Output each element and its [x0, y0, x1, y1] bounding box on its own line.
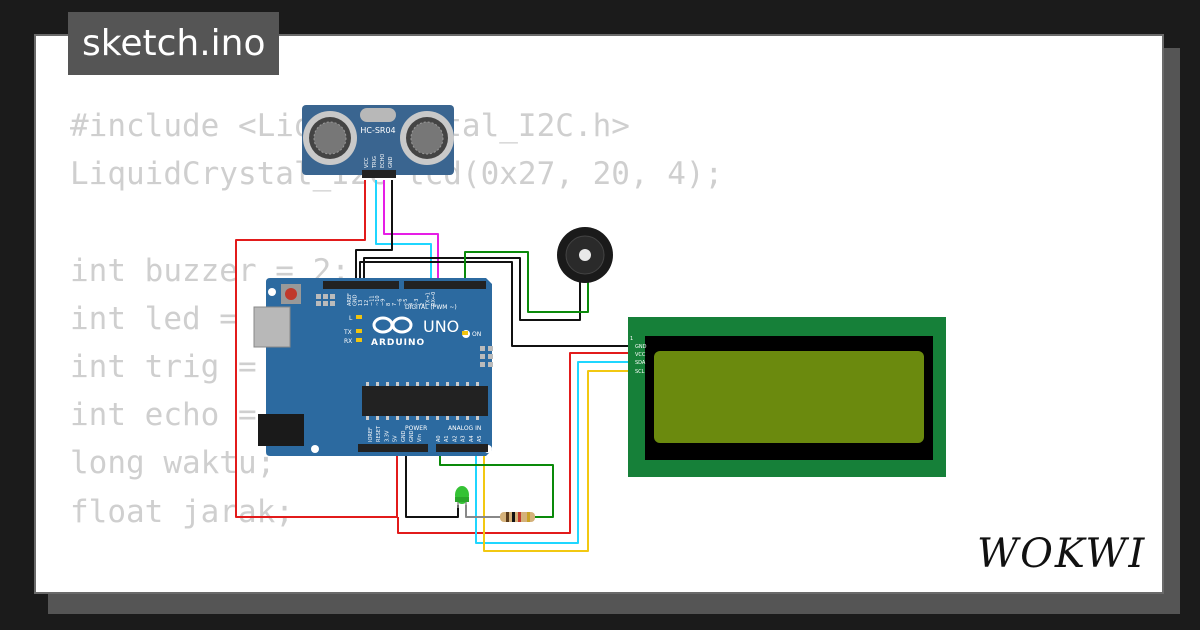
sensor-pin-gnd: GND — [388, 156, 394, 168]
analog-pin-label-3: A3 — [461, 435, 467, 442]
wire-black-gnd-lcd[interactable] — [359, 261, 632, 347]
lcd-pin-scl: SCL — [635, 369, 645, 375]
digital-pin-label-10: ~5 — [403, 299, 409, 306]
lcd-pin-gnd: GND — [635, 344, 647, 350]
digital-pin-label-8: 7 — [392, 303, 398, 306]
wire-green-led[interactable] — [439, 452, 554, 518]
wire-red-lcd-vcc[interactable] — [397, 352, 632, 534]
sensor-pin-trig: TRIG — [372, 156, 378, 169]
rx-led-label: RX — [344, 338, 352, 345]
wire-green-buzzer[interactable] — [464, 251, 589, 313]
power-jack — [258, 414, 304, 446]
wokwi-logo-text: WOKWI — [977, 531, 1146, 577]
arduino-model-label: UNO — [423, 317, 459, 336]
digital-pin-label-3: 12 — [364, 300, 370, 306]
analog-pin-label-1: A1 — [444, 435, 450, 442]
digital-pin-label-13: 2 — [420, 303, 426, 306]
digital-pin-label-14: TX→1 — [425, 292, 431, 307]
digital-header-label: DIGITAL (PWM ~) — [405, 304, 457, 311]
lcd-pin-sda: SDA — [635, 360, 646, 366]
usb-connector — [253, 306, 291, 348]
wire-led-resistor — [465, 505, 500, 518]
analog-pin-label-4: A4 — [469, 435, 475, 442]
power-pin-label-4: GND — [401, 430, 407, 442]
microcontroller-chip — [362, 386, 488, 416]
power-pin-label-5: GND — [409, 430, 415, 442]
code-line: int echo = — [70, 397, 276, 434]
green-led[interactable] — [455, 486, 469, 508]
sensor-pin-vcc: VCC — [364, 157, 370, 168]
wire-black-buzzer[interactable] — [363, 257, 581, 321]
arduino-infinity-logo — [372, 316, 413, 334]
arduino-brand-label: ARDUINO — [371, 338, 425, 348]
digital-pin-label-0: AREF — [347, 293, 353, 306]
digital-pin-label-5: ~10 — [375, 295, 381, 306]
ultrasonic-sensor[interactable]: HC-SR04 VCC TRIG ECHO GND — [302, 105, 454, 178]
code-line: int trig = — [70, 348, 276, 385]
digital-pin-label-7: 8 — [386, 303, 392, 306]
on-led-label: ON — [472, 331, 481, 338]
power-pin-label-0: IOREF — [368, 427, 374, 442]
digital-pin-label-9: ~6 — [397, 299, 403, 306]
wokwi-logo: WOKWI — [977, 531, 1146, 577]
digital-pin-label-1: GND — [353, 294, 359, 306]
sensor-model-label: HC-SR04 — [360, 126, 395, 135]
analog-header-label: ANALOG IN — [448, 425, 481, 432]
power-pin-label-1: RESET — [376, 425, 382, 442]
code-line: int buzzer = 2; — [70, 252, 350, 289]
analog-pin-label-2: A2 — [452, 435, 458, 442]
code-line: void setup() { — [70, 584, 723, 592]
code-line: int led = — [70, 300, 257, 337]
resistor[interactable] — [500, 512, 535, 522]
arduino-uno-board[interactable]: UNO ARDUINO ON L TX RX DIGITAL (PWM ~) P… — [253, 278, 493, 456]
digital-pin-label-11: 4 — [409, 303, 415, 306]
power-header-label: POWER — [405, 425, 427, 432]
sensor-pin-echo: ECHO — [380, 154, 386, 168]
l-led-label: L — [349, 315, 353, 322]
tx-led-label: TX — [343, 329, 352, 336]
file-name-tab[interactable]: sketch.ino — [68, 12, 280, 75]
wire-cyan-sda[interactable] — [475, 361, 632, 544]
digital-pin-label-2: 13 — [358, 300, 364, 306]
digital-pin-label-6: ~9 — [381, 299, 387, 306]
sensor-transducer-right — [400, 111, 454, 165]
power-pin-label-6: Vin — [417, 434, 423, 442]
code-line: float jarak; — [70, 493, 294, 530]
analog-pin-label-5: A5 — [477, 435, 483, 442]
wire-yellow-scl[interactable] — [483, 370, 632, 552]
analog-pin-label-0: A0 — [436, 435, 442, 442]
buzzer[interactable] — [557, 227, 613, 283]
lcd-pin-vcc: VCC — [635, 352, 646, 358]
wire-red-sensor-vcc[interactable] — [235, 180, 398, 518]
lcd-screen — [654, 351, 924, 443]
lcd-pin-1-marker: 1 — [630, 336, 633, 342]
wire-black-led-gnd[interactable] — [405, 452, 459, 518]
wire-black-sensor-gnd[interactable] — [355, 180, 393, 284]
power-pin-label-3: 5V — [393, 435, 399, 442]
power-pin-label-2: 3.3V — [384, 430, 390, 442]
code-line: long waktu; — [70, 445, 276, 482]
digital-pin-label-15: RX←0 — [431, 292, 437, 306]
wire-cyan-trig[interactable] — [375, 180, 432, 284]
sensor-transducer-left — [303, 111, 357, 165]
digital-pin-label-4: ~11 — [369, 295, 375, 306]
digital-pin-label-12: ~3 — [414, 299, 420, 306]
lcd-display[interactable]: 1 GND VCC SDA SCL — [628, 317, 946, 477]
